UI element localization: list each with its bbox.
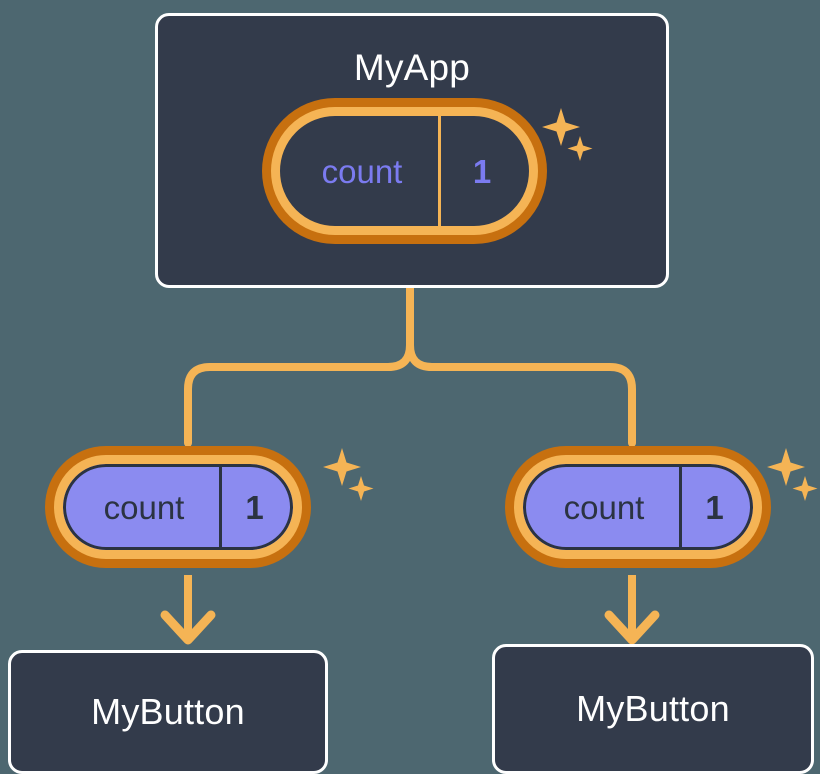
state-key-cell: count	[523, 464, 679, 550]
arrow-right-head	[604, 610, 660, 645]
connector-root-to-left-pill	[184, 284, 414, 447]
state-value-label: 1	[472, 152, 492, 190]
component-title: MyButton	[91, 691, 245, 732]
state-key-label: count	[321, 152, 403, 190]
state-value-cell: 1	[679, 464, 753, 550]
state-key-cell: count	[63, 464, 219, 550]
component-title: MyApp	[353, 47, 471, 88]
state-pill-right[interactable]: count 1	[514, 455, 762, 559]
state-value-cell: 1	[438, 116, 529, 226]
state-pill-body: count 1	[54, 455, 302, 559]
sparkle-icon	[767, 448, 818, 501]
state-key-label: count	[103, 488, 185, 526]
state-value-cell: 1	[219, 464, 293, 550]
state-pill-left[interactable]: count 1	[54, 455, 302, 559]
state-key-cell: count	[280, 116, 438, 226]
connector-root-to-right-pill	[406, 284, 636, 447]
state-value-label: 1	[705, 488, 724, 526]
sparkle-icon	[323, 448, 374, 501]
state-key-label: count	[563, 488, 645, 526]
component-card-mybutton-right[interactable]: MyButton	[492, 644, 814, 774]
arrow-left-head	[160, 610, 216, 645]
component-title: MyButton	[576, 688, 730, 729]
state-pill-body: count 1	[271, 107, 538, 235]
state-pill-body: count 1	[514, 455, 762, 559]
state-value-label: 1	[245, 488, 264, 526]
component-card-mybutton-left[interactable]: MyButton	[8, 650, 328, 774]
state-pill-root[interactable]: count 1	[271, 107, 538, 235]
